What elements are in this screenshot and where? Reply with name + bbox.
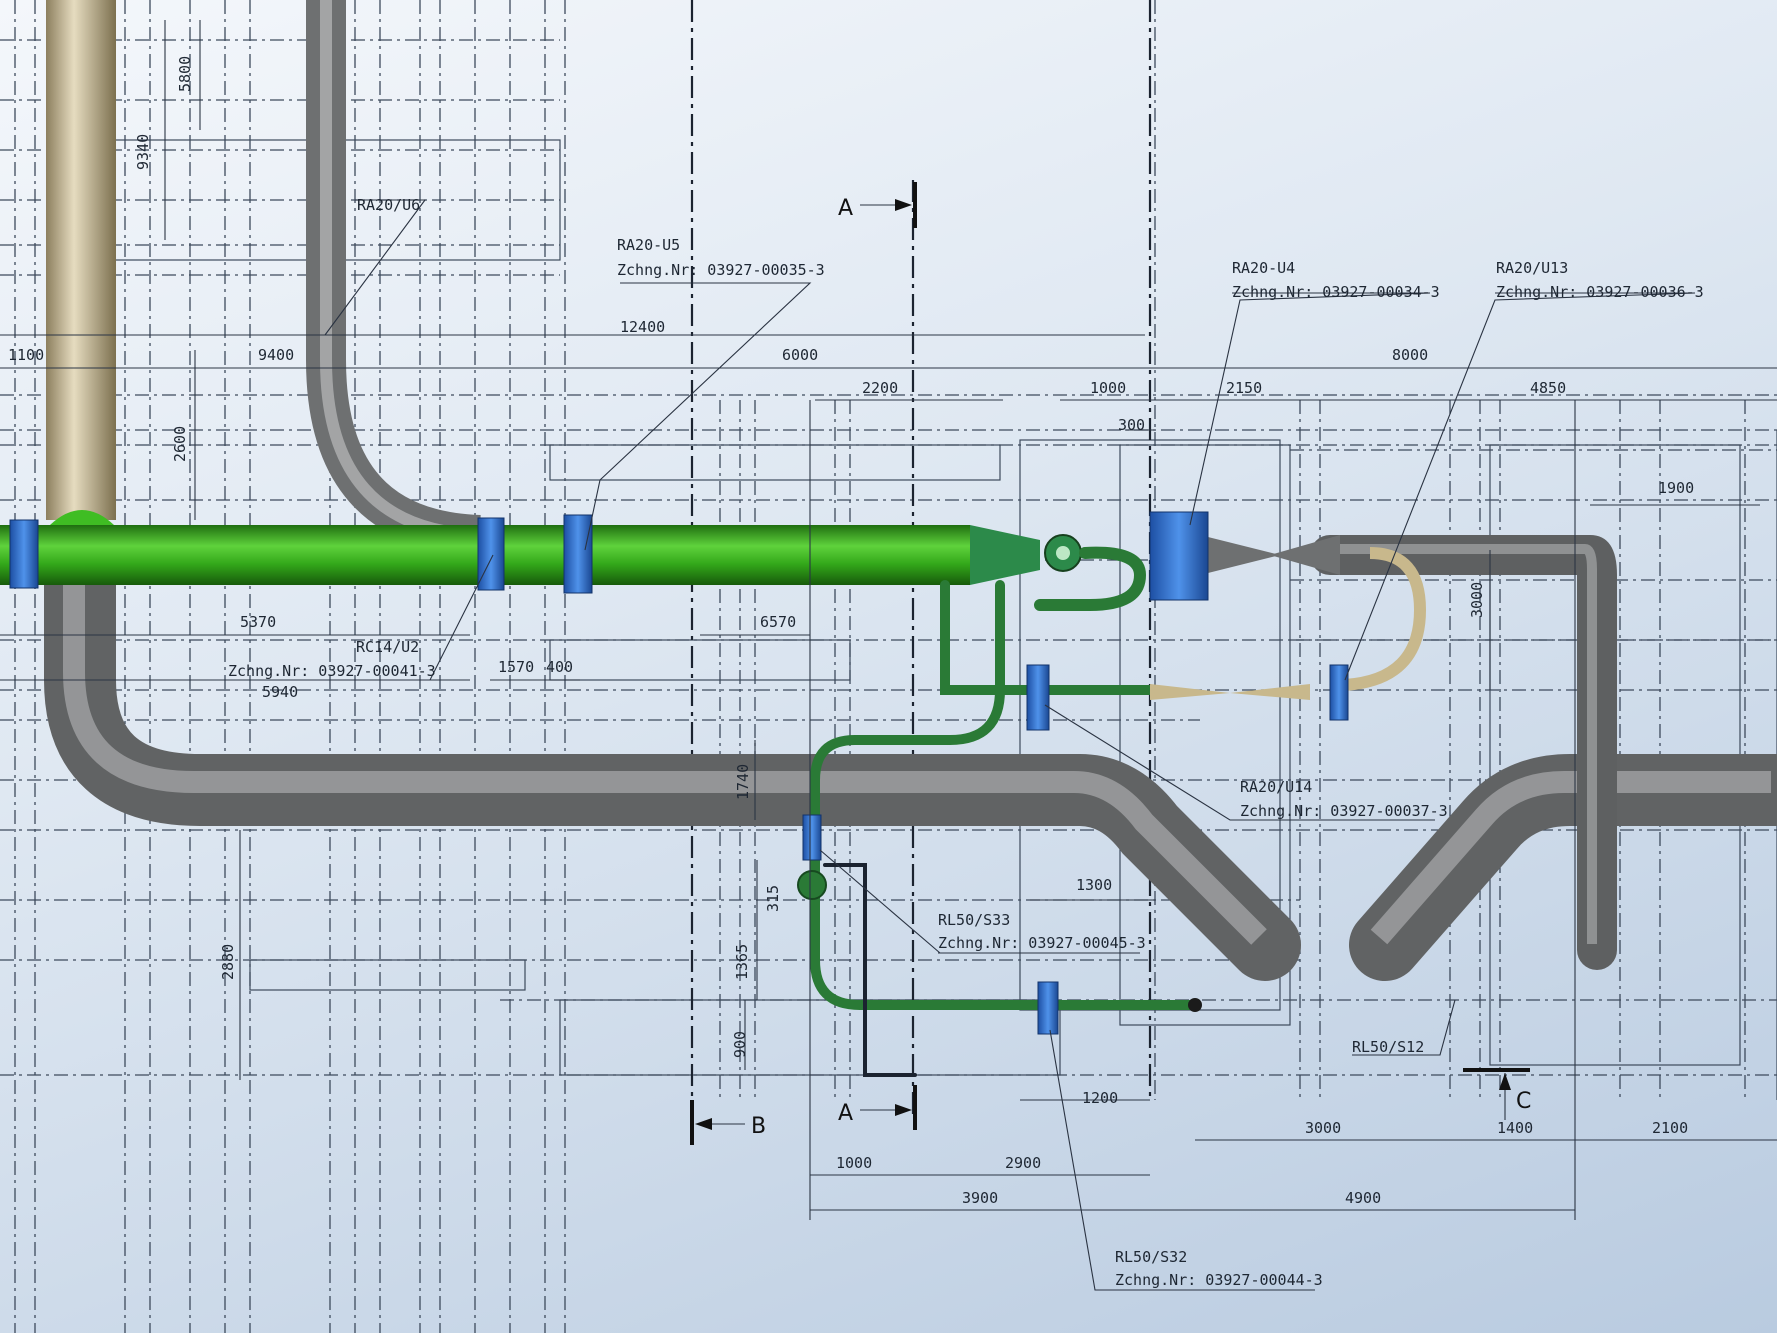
svg-text:Zchng.Nr: 03927-00037-3: Zchng.Nr: 03927-00037-3 <box>1240 802 1448 820</box>
dim-1000-bottom: 1000 <box>836 1154 872 1172</box>
svg-text:RL50/S12: RL50/S12 <box>1352 1038 1424 1056</box>
dim-315: 315 <box>764 885 782 912</box>
dim-5370: 5370 <box>240 613 276 631</box>
tan-branch-piping <box>1150 547 1427 700</box>
dim-1100: 1100 <box>8 346 44 364</box>
svg-text:RA20-U4: RA20-U4 <box>1232 259 1295 277</box>
dark-green-branch-piping <box>797 546 1202 1077</box>
dim-9400: 9400 <box>258 346 294 364</box>
dim-2600: 2600 <box>171 426 189 462</box>
dim-8000: 8000 <box>1392 346 1428 364</box>
label-rl50-s33: RL50/S33 Zchng.Nr: 03927-00045-3 <box>938 911 1146 952</box>
dim-6000: 6000 <box>782 346 818 364</box>
clamp-ra20-u4 <box>1149 511 1209 601</box>
label-ra20-u14: RA20/U14 Zchng.Nr: 03927-00037-3 <box>1240 778 1448 820</box>
dim-900: 900 <box>731 1031 749 1058</box>
svg-text:RA20/U6: RA20/U6 <box>357 196 420 214</box>
dim-5800: 5800 <box>176 56 194 92</box>
section-label-a-top: A <box>838 196 853 221</box>
pipe-clamps <box>9 511 1349 1035</box>
label-ra20-u6: RA20/U6 <box>357 196 420 214</box>
dim-1365: 1365 <box>733 944 751 980</box>
green-header-reducer <box>970 525 1040 585</box>
dim-3000-v: 3000 <box>1468 582 1486 618</box>
dim-1300: 1300 <box>1076 876 1112 894</box>
tan-riser-pipe <box>46 0 116 520</box>
svg-text:RA20-U5: RA20-U5 <box>617 236 680 254</box>
clamp-ra20-u14 <box>1026 664 1050 731</box>
label-ra20-u5: RA20-U5 Zchng.Nr: 03927-00035-3 <box>617 236 825 279</box>
svg-text:RL50/S32: RL50/S32 <box>1115 1248 1187 1266</box>
section-marker-c: C <box>1463 1068 1531 1120</box>
dim-4900: 4900 <box>1345 1189 1381 1207</box>
svg-text:RA20/U13: RA20/U13 <box>1496 259 1568 277</box>
clamp-rl50-s32 <box>1037 981 1059 1035</box>
dim-400: 400 <box>546 658 573 676</box>
dim-2100: 2100 <box>1652 1119 1688 1137</box>
grey-reducer-right <box>1270 535 1340 575</box>
dim-1000-top: 1000 <box>1090 379 1126 397</box>
svg-text:RA20/U14: RA20/U14 <box>1240 778 1312 796</box>
svg-text:RC14/U2: RC14/U2 <box>356 638 419 656</box>
dim-2200: 2200 <box>862 379 898 397</box>
component-labels: RA20/U6 RA20-U5 Zchng.Nr: 03927-00035-3 … <box>228 196 1704 1289</box>
dim-4850: 4850 <box>1530 379 1566 397</box>
label-rc14-u2: RC14/U2 Zchng.Nr: 03927-00041-3 <box>228 638 436 680</box>
dim-1200: 1200 <box>1082 1089 1118 1107</box>
dim-12400: 12400 <box>620 318 665 336</box>
clamp-rc14-u2-left <box>9 519 39 589</box>
label-ra20-u13: RA20/U13 Zchng.Nr: 03927-00036-3 <box>1496 259 1704 301</box>
svg-text:Zchng.Nr: 03927-00041-3: Zchng.Nr: 03927-00041-3 <box>228 662 436 680</box>
section-label-a-bottom: A <box>838 1101 853 1126</box>
dimension-texts: 5800 9340 1100 9400 12400 2600 6000 2200… <box>8 56 1694 1207</box>
dim-3000-h: 3000 <box>1305 1119 1341 1137</box>
dim-2150: 2150 <box>1226 379 1262 397</box>
clamp-rl50-s33 <box>802 814 822 861</box>
label-rl50-s12: RL50/S12 <box>1352 1038 1424 1056</box>
grey-reducer-left <box>1200 535 1280 575</box>
dim-9340: 9340 <box>134 134 152 170</box>
dim-1900: 1900 <box>1658 479 1694 497</box>
section-label-c: C <box>1516 1089 1531 1114</box>
label-ra20-u4: RA20-U4 Zchng.Nr: 03927-00034-3 <box>1232 259 1440 301</box>
dim-1400: 1400 <box>1497 1119 1533 1137</box>
pipework <box>0 0 1777 1077</box>
dim-3900: 3900 <box>962 1189 998 1207</box>
dim-2900: 2900 <box>1005 1154 1041 1172</box>
dimension-lines <box>0 20 1777 1220</box>
svg-text:Zchng.Nr: 03927-00044-3: Zchng.Nr: 03927-00044-3 <box>1115 1271 1323 1289</box>
dim-1570: 1570 <box>498 658 534 676</box>
svg-text:Zchng.Nr: 03927-00034-3: Zchng.Nr: 03927-00034-3 <box>1232 283 1440 301</box>
svg-text:Zchng.Nr: 03927-00036-3: Zchng.Nr: 03927-00036-3 <box>1496 283 1704 301</box>
dim-300: 300 <box>1118 416 1145 434</box>
svg-text:Zchng.Nr: 03927-00045-3: Zchng.Nr: 03927-00045-3 <box>938 934 1146 952</box>
section-marker-b: B <box>690 1100 766 1145</box>
svg-text:RL50/S33: RL50/S33 <box>938 911 1010 929</box>
label-rl50-s32: RL50/S32 Zchng.Nr: 03927-00044-3 <box>1115 1248 1323 1289</box>
clamp-rc14-u2 <box>477 517 505 591</box>
clamp-ra20-u13 <box>1329 664 1349 721</box>
dim-2880: 2880 <box>219 944 237 980</box>
leader-lines <box>324 199 1696 1291</box>
dim-1740: 1740 <box>734 764 752 800</box>
clamp-ra20-u5 <box>563 514 593 594</box>
dim-5940: 5940 <box>262 683 298 701</box>
section-lines: A A B C <box>690 0 1531 1145</box>
section-marker-a-top: A <box>838 182 917 228</box>
section-marker-a-bottom: A <box>838 1085 917 1130</box>
dim-6570: 6570 <box>760 613 796 631</box>
section-label-b: B <box>751 1114 766 1139</box>
svg-text:Zchng.Nr: 03927-00035-3: Zchng.Nr: 03927-00035-3 <box>617 261 825 279</box>
